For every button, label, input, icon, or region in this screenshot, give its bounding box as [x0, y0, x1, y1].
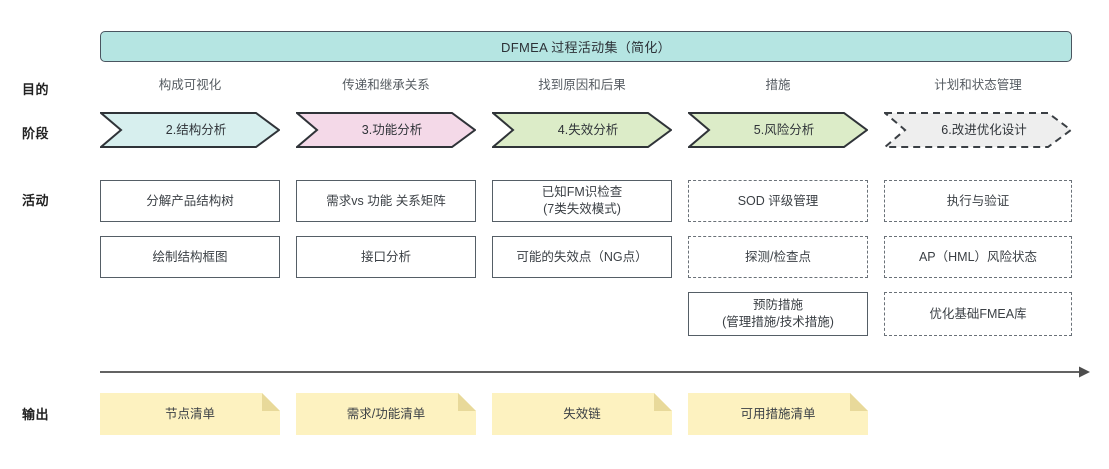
- activity-text-line1: 已知FM识检查: [541, 185, 623, 200]
- arrow-head: [1079, 366, 1090, 378]
- note-fold-icon: [458, 393, 476, 411]
- activity-text: 执行与验证: [946, 193, 1010, 208]
- activity-box-2-2[interactable]: 接口分析: [296, 236, 476, 278]
- activity-box-1-1[interactable]: 分解产品结构树: [100, 180, 280, 222]
- purpose-cell-1: 构成可视化: [158, 78, 222, 92]
- activity-text: 优化基础FMEA库: [929, 306, 1027, 321]
- activity-text: 已知FM识检查 (7类失效模式): [542, 184, 623, 218]
- activity-text: 需求vs 功能 关系矩阵: [326, 193, 446, 208]
- row-label-purpose: 目的: [22, 82, 50, 97]
- activity-box-5-3[interactable]: 优化基础FMEA库: [884, 292, 1072, 336]
- chevron-shape: [884, 112, 1072, 148]
- output-note-4[interactable]: 可用措施清单: [688, 393, 868, 435]
- output-note-3[interactable]: 失效链: [492, 393, 672, 435]
- timeline-arrow: [100, 362, 1090, 382]
- activity-text-line2: (7类失效模式): [543, 202, 621, 216]
- output-note-1[interactable]: 节点清单: [100, 393, 280, 435]
- chevron-shape: [688, 112, 868, 148]
- activity-box-4-2[interactable]: 探测/检查点: [688, 236, 868, 278]
- purpose-cell-5: 计划和状态管理: [934, 78, 1022, 92]
- activity-text: SOD 评级管理: [737, 193, 819, 208]
- note-shape: [100, 393, 280, 435]
- activity-box-5-2[interactable]: AP（HML）风险状态: [884, 236, 1072, 278]
- activity-text: 可能的失效点（NG点）: [516, 249, 648, 264]
- row-label-activity: 活动: [22, 193, 50, 208]
- output-note-2[interactable]: 需求/功能清单: [296, 393, 476, 435]
- stage-chevron-4[interactable]: 5.风险分析: [688, 112, 868, 148]
- activity-text-line1: 预防措施: [752, 298, 803, 313]
- activity-text: AP（HML）风险状态: [918, 249, 1038, 264]
- activity-box-3-1[interactable]: 已知FM识检查 (7类失效模式): [492, 180, 672, 222]
- row-label-output: 输出: [22, 407, 50, 422]
- activity-box-5-1[interactable]: 执行与验证: [884, 180, 1072, 222]
- activity-text-line2: (管理措施/技术措施): [722, 315, 834, 329]
- purpose-cell-3: 找到原因和后果: [538, 78, 626, 92]
- stage-chevron-1[interactable]: 2.结构分析: [100, 112, 280, 148]
- activity-text: 预防措施 (管理措施/技术措施): [722, 297, 834, 331]
- row-label-stage: 阶段: [22, 126, 50, 141]
- diagram-title-banner: DFMEA 过程活动集（简化）: [100, 31, 1072, 62]
- activity-box-1-2[interactable]: 绘制结构框图: [100, 236, 280, 278]
- activity-text: 绘制结构框图: [152, 249, 228, 264]
- stage-chevron-5[interactable]: 6.改进优化设计: [884, 112, 1072, 148]
- note-fold-icon: [850, 393, 868, 411]
- note-shape: [296, 393, 476, 435]
- activity-text: 分解产品结构树: [146, 193, 234, 208]
- stage-chevron-3[interactable]: 4.失效分析: [492, 112, 672, 148]
- activity-box-4-1[interactable]: SOD 评级管理: [688, 180, 868, 222]
- activity-text: 探测/检查点: [745, 249, 811, 264]
- activity-box-3-2[interactable]: 可能的失效点（NG点）: [492, 236, 672, 278]
- note-shape: [688, 393, 868, 435]
- note-shape: [492, 393, 672, 435]
- note-fold-icon: [654, 393, 672, 411]
- page-title: DFMEA 过程活动集（简化）: [501, 40, 671, 55]
- purpose-cell-4: 措施: [765, 78, 791, 92]
- chevron-shape: [100, 112, 280, 148]
- chevron-shape: [492, 112, 672, 148]
- activity-box-4-3[interactable]: 预防措施 (管理措施/技术措施): [688, 292, 868, 336]
- activity-text: 接口分析: [360, 249, 411, 264]
- activity-box-2-1[interactable]: 需求vs 功能 关系矩阵: [296, 180, 476, 222]
- purpose-cell-2: 传递和继承关系: [342, 78, 430, 92]
- chevron-shape: [296, 112, 476, 148]
- stage-chevron-2[interactable]: 3.功能分析: [296, 112, 476, 148]
- note-fold-icon: [262, 393, 280, 411]
